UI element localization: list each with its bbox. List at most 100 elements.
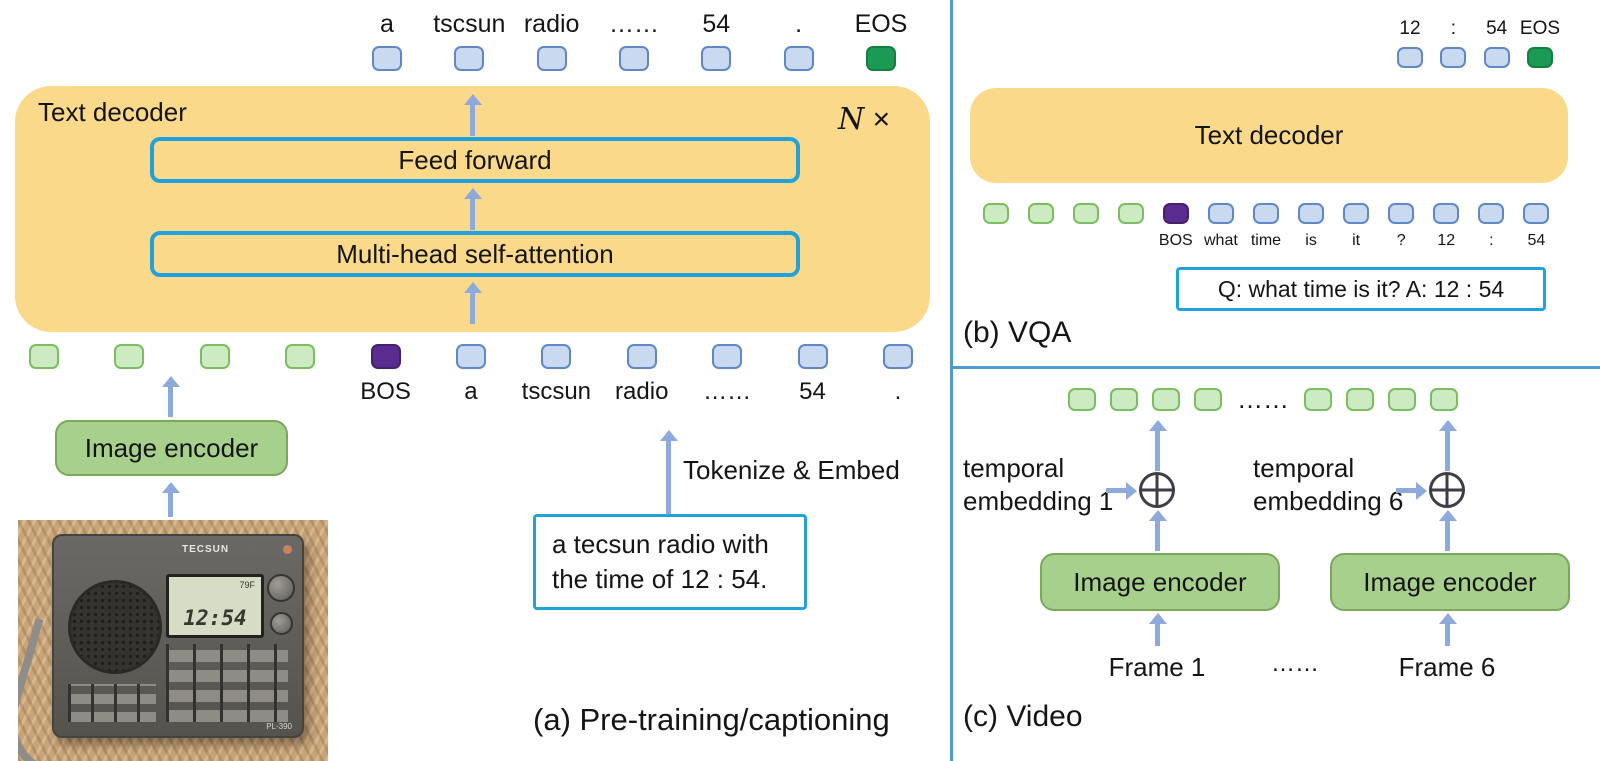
green-token <box>285 344 316 369</box>
token-column: BOS <box>1154 203 1197 250</box>
token-column: 12 <box>1389 18 1431 68</box>
panel-c-right-token-row <box>1301 388 1461 411</box>
blue-token <box>1298 203 1325 224</box>
radio-temp-readout: 79F <box>239 580 255 590</box>
token-label: …… <box>608 10 659 38</box>
token-label: EOS <box>854 10 908 38</box>
blue-token <box>1440 46 1467 68</box>
radio-photo: TECSUN 79F 12:54 PL-390 <box>18 520 328 761</box>
frame-6-label: Frame 6 <box>1398 652 1496 682</box>
up-arrow <box>666 441 671 514</box>
token-label: radio <box>615 378 669 405</box>
green-token <box>1304 388 1332 411</box>
token-column <box>1019 203 1062 250</box>
green-token <box>1152 388 1180 411</box>
token-column: : <box>1470 203 1513 250</box>
qa-text: Q: what time is it? A: 12 : 54 <box>1217 275 1505 302</box>
self-attention-label: Multi-head self-attention <box>336 238 614 269</box>
temporal-label-line: temporal <box>963 453 1065 483</box>
repeat-count-label: N × <box>838 102 890 137</box>
green-token <box>114 344 145 369</box>
right-arrow <box>1396 488 1416 493</box>
up-arrow <box>168 387 173 417</box>
text-decoder-label: Text decoder <box>38 97 187 127</box>
temporal-label-line: embedding 1 <box>963 486 1114 516</box>
green-token <box>1117 203 1144 224</box>
image-encoder-box: Image encoder <box>1040 553 1280 611</box>
radio-speaker <box>68 580 162 674</box>
radio-tuning-knob <box>267 574 295 602</box>
temporal-embedding-6-label: temporal embedding 6 <box>1253 452 1403 518</box>
token-column: 54 <box>1476 18 1518 68</box>
green-token <box>1346 388 1374 411</box>
blue-token <box>1252 203 1279 224</box>
token-column: is <box>1290 203 1333 250</box>
token-column <box>175 344 255 406</box>
radio-time-readout: 12:54 <box>183 606 247 630</box>
right-arrow <box>1106 488 1126 493</box>
up-arrow <box>470 105 475 136</box>
radio-volume-knob <box>270 612 293 635</box>
radio-brand-label: TECSUN <box>182 544 230 555</box>
token-label: tscsun <box>521 378 592 405</box>
up-arrow <box>1445 521 1450 551</box>
token-label: a <box>464 378 478 405</box>
token-column <box>89 344 169 406</box>
token-column: EOS <box>844 10 918 71</box>
text-decoder-box: Text decoder <box>970 88 1568 183</box>
green-token <box>29 344 59 369</box>
circled-plus-icon <box>1139 472 1175 508</box>
up-arrow <box>1155 624 1160 646</box>
radio-power-button <box>283 545 292 554</box>
radio-keypad <box>68 684 156 722</box>
token-column: radio <box>515 10 589 71</box>
token-column: tscsun <box>432 10 506 71</box>
circled-plus-icon <box>1429 472 1465 508</box>
eos-token <box>1526 46 1553 68</box>
token-label: 54 <box>799 378 826 405</box>
blue-token <box>618 45 649 71</box>
temporal-embedding-1-label: temporal embedding 1 <box>963 452 1113 518</box>
token-column: radio <box>602 344 682 406</box>
radio-keypad <box>166 644 288 722</box>
token-label: time <box>1250 232 1282 249</box>
text-decoder-label: Text decoder <box>1194 120 1344 150</box>
blue-token <box>882 344 913 369</box>
token-column: a <box>350 10 424 71</box>
image-encoder-label: Image encoder <box>1073 566 1247 597</box>
token-column: 54 <box>773 344 853 406</box>
green-token <box>1194 388 1222 411</box>
green-token <box>199 344 230 369</box>
tokens-ellipsis: …… <box>1237 384 1289 414</box>
token-column: . <box>762 10 836 71</box>
token-column: a <box>431 344 511 406</box>
temporal-label-line: embedding 6 <box>1253 486 1404 516</box>
panel-divider <box>950 0 953 761</box>
up-arrow <box>1155 431 1160 471</box>
token-label: 12 <box>1437 232 1456 249</box>
token-label: : <box>1450 18 1456 39</box>
panel-divider <box>953 366 1600 369</box>
blue-token <box>1207 203 1234 224</box>
token-label: : <box>1489 232 1494 249</box>
token-column <box>1065 388 1099 411</box>
green-token <box>1072 203 1099 224</box>
token-column <box>1385 388 1419 411</box>
panel-c-caption: (c) Video <box>963 700 1083 733</box>
token-column <box>1301 388 1335 411</box>
image-encoder-box: Image encoder <box>1330 553 1570 611</box>
tokenize-embed-label: Tokenize & Embed <box>683 455 900 485</box>
up-arrow <box>470 293 475 324</box>
token-label: a <box>380 10 394 38</box>
caption-text-box: a tecsun radio with the time of 12 : 54. <box>533 514 807 610</box>
blue-token <box>1523 203 1550 224</box>
blue-token <box>712 344 743 369</box>
token-label: . <box>795 10 803 38</box>
token-column <box>4 344 84 406</box>
token-column <box>1107 388 1141 411</box>
green-token <box>1388 388 1416 411</box>
token-label: 54 <box>1527 232 1546 249</box>
token-column: . <box>858 344 938 406</box>
